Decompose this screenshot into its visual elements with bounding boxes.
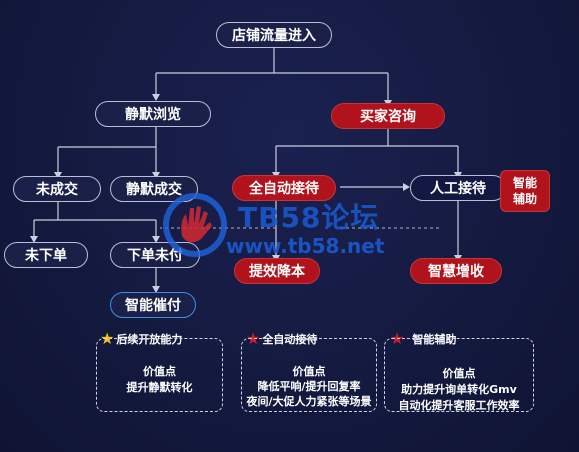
value-panel-1: 价值点 提升静默转化	[96, 338, 223, 412]
value-title: 价值点	[292, 365, 326, 378]
panel-heading-label: 智能辅助	[412, 333, 457, 346]
panel-heading-label: 全自动接待	[262, 333, 318, 346]
node-buyer-consult: 买家咨询	[331, 103, 445, 129]
value-line: 提升静默转化	[126, 381, 193, 394]
value-panel-2: 价值点 降低平响/提升回复率 夜间/大促人力紧张等场景	[241, 338, 377, 412]
value-title: 价值点	[442, 367, 476, 380]
node-silent-browse: 静默浏览	[95, 101, 211, 127]
node-silent-deal: 静默成交	[110, 176, 198, 202]
value-panel-3: 价值点 助力提升询单转化Gmv 自动化提升客服工作效率	[384, 338, 534, 412]
node-smart-revenue: 智慧增收	[410, 258, 502, 284]
value-line: 夜间/大促人力紧张等场景	[246, 395, 372, 408]
node-auto-reception: 全自动接待	[232, 175, 336, 201]
value-line: 降低平响/提升回复率	[257, 380, 361, 393]
node-not-order: 未下单	[4, 242, 88, 268]
node-manual-reception: 人工接待	[410, 175, 506, 201]
node-smart-assist: 智能 辅助	[500, 170, 550, 212]
node-not-deal: 未成交	[13, 176, 101, 202]
panel-heading-label: 后续开放能力	[116, 333, 183, 346]
value-line: 助力提升询单转化Gmv	[401, 383, 517, 396]
value-line: 自动化提升客服工作效率	[398, 399, 520, 412]
value-title: 价值点	[143, 365, 176, 378]
node-traffic-entry: 店铺流量进入	[216, 22, 332, 48]
node-order-unpaid: 下单未付	[110, 242, 200, 268]
node-efficiency-cost: 提效降本	[234, 258, 320, 284]
smart-assist-label: 智能 辅助	[512, 176, 537, 206]
node-smart-payment: 智能催付	[110, 292, 196, 318]
